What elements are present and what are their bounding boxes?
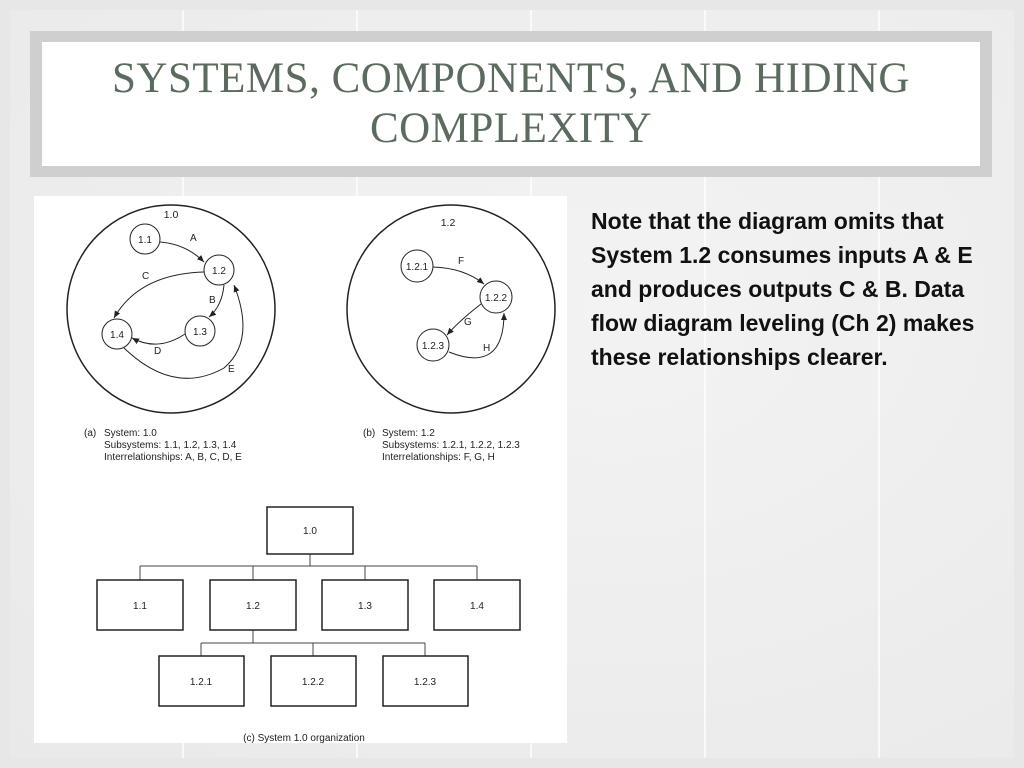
system-diagram-svg: 1.0 1.1 1.2 1.3 1.4 A C B D E (a) System… [66,204,556,743]
tree-root-label: 1.0 [303,526,317,537]
tree-node-1-2-label: 1.2 [246,601,260,612]
node-1-2-2 [479,280,513,314]
edge-e-label: E [228,364,235,375]
tree-node-1-2-2-label: 1.2.2 [302,677,325,688]
slide-note: Note that the diagram omits that System … [591,208,975,370]
node-1-2-label: 1.2 [212,266,226,277]
node-1-2-1-label: 1.2.1 [406,262,429,273]
edge-h-label: H [483,343,490,354]
edge-d-label: D [154,346,161,357]
tree-node-1-2-1 [158,655,245,707]
system-1-2-boundary [346,204,556,414]
node-1-3 [184,315,216,347]
tree-connectors [139,554,478,656]
system-diagram-figure: 1.0 1.1 1.2 1.3 1.4 A C B D E (a) System… [34,196,567,743]
system-1-2-label: 1.2 [441,217,456,229]
tree-node-1-2-3 [382,655,469,707]
tree-root-box [266,506,354,555]
tree-node-1-2-3-label: 1.2.3 [414,677,437,688]
edge-h [448,312,507,359]
node-1-1 [129,223,161,255]
node-1-3-label: 1.3 [193,327,207,338]
node-1-2 [203,254,235,286]
edge-c [113,271,205,319]
caption-c: (c) System 1.0 organization [243,733,365,743]
edge-a-label: A [190,233,197,244]
tree-node-1-2 [209,579,297,631]
system-1-0-boundary [66,204,276,414]
tree-node-1-1 [96,579,184,631]
node-1-2-1 [400,249,434,283]
tree-node-1-3 [321,579,409,631]
node-1-4 [101,318,133,350]
tree-node-1-2-2 [270,655,357,707]
slide-title: SYSTEMS, COMPONENTS, AND HIDING COMPLEXI… [112,55,910,152]
node-1-2-2-label: 1.2.2 [485,293,508,304]
edge-b [208,284,225,318]
caption-b-tag: (b) [363,428,375,439]
node-1-4-label: 1.4 [110,330,124,341]
caption-a-interrelationships: Interrelationships: A, B, C, D, E [104,452,242,463]
caption-b-subsystems: Subsystems: 1.2.1, 1.2.2, 1.2.3 [382,440,520,451]
caption-a-subsystems: Subsystems: 1.1, 1.2, 1.3, 1.4 [104,440,237,451]
node-1-2-3 [416,328,450,362]
tree-node-1-4-label: 1.4 [470,601,484,612]
edge-g-label: G [464,317,472,328]
tree-node-1-3-label: 1.3 [358,601,372,612]
edge-a [159,241,205,263]
caption-b-interrelationships: Interrelationships: F, G, H [382,452,495,463]
node-1-2-3-label: 1.2.3 [422,341,445,352]
edge-b-label: B [209,295,216,306]
edge-f [432,266,485,285]
edge-e [123,284,244,379]
caption-b-system: System: 1.2 [382,428,435,439]
edge-f-label: F [458,256,464,267]
caption-a-tag: (a) [84,428,96,439]
tree-node-1-2-1-label: 1.2.1 [190,677,213,688]
caption-a-system: System: 1.0 [104,428,157,439]
tree-node-1-1-label: 1.1 [133,601,147,612]
node-1-1-label: 1.1 [138,235,152,246]
edge-d [131,333,186,345]
title-box: SYSTEMS, COMPONENTS, AND HIDING COMPLEXI… [42,42,980,166]
edge-g [446,303,482,336]
edge-c-label: C [142,271,149,282]
system-1-0-label: 1.0 [164,209,179,221]
tree-node-1-4 [433,579,521,631]
